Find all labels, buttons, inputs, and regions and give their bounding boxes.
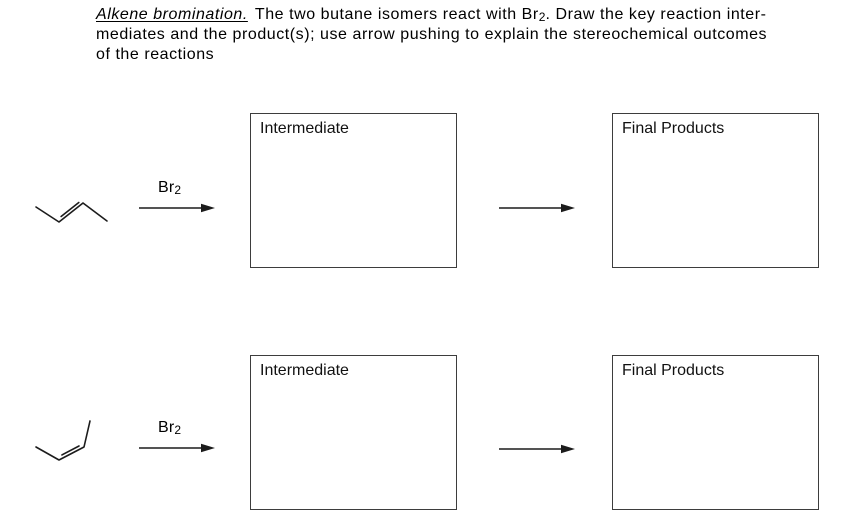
instructions-text-1b: . Draw the key reaction inter- (545, 6, 767, 23)
br2-subscript-header: 2 (538, 10, 546, 24)
exercise-title: Alkene bromination. (96, 6, 248, 23)
final-products-box-bottom: Final Products (612, 355, 819, 510)
final-products-box-label: Final Products (622, 120, 725, 137)
instructions-line-1: Alkene bromination. The two butane isomer… (96, 5, 767, 25)
to-products-arrow-bottom (499, 444, 575, 454)
intermediate-box-label: Intermediate (260, 362, 349, 379)
reagent-subscript: 2 (174, 183, 182, 197)
instructions-text-1a: The two butane isomers react with Br (254, 6, 539, 23)
intermediate-box-bottom: Intermediate (250, 355, 457, 510)
instructions-line-2: mediates and the product(s); use arrow p… (96, 26, 768, 43)
cis-2-butene-structure (35, 420, 91, 461)
instructions-line-3: of the reactions (96, 46, 215, 63)
instructions-block: Alkene bromination. The two butane isomer… (96, 5, 767, 65)
trans-2-butene-structure (35, 201, 108, 223)
reagent-subscript: 2 (174, 423, 182, 437)
reagent-label-br2-top: Br2 (158, 179, 181, 197)
reagent-label-br2-bottom: Br2 (158, 419, 181, 437)
reagent-symbol: Br (158, 179, 175, 196)
final-products-box-label: Final Products (622, 362, 725, 379)
final-products-box-top: Final Products (612, 113, 819, 268)
intermediate-box-top: Intermediate (250, 113, 457, 268)
reaction-arrow-bottom (139, 443, 215, 453)
reagent-symbol: Br (158, 419, 175, 436)
to-products-arrow-top (499, 203, 575, 213)
intermediate-box-label: Intermediate (260, 120, 349, 137)
reaction-arrow-top (139, 203, 215, 213)
